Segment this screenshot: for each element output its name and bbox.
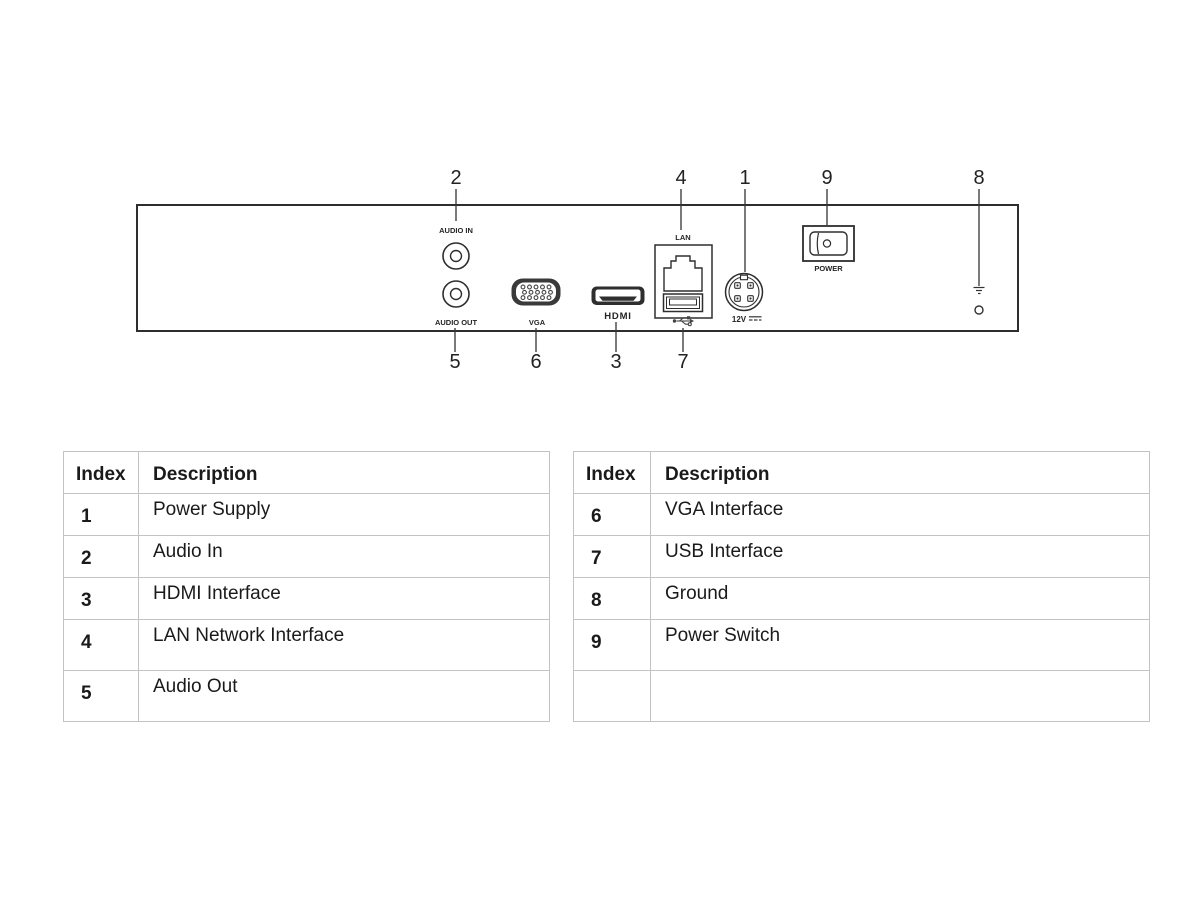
table-row: 6 VGA Interface	[573, 493, 1150, 536]
callout-number: 3	[610, 351, 621, 373]
description-cell: HDMI Interface	[138, 577, 550, 620]
table-header-row: Index Description	[573, 451, 1150, 494]
header-index: Index	[63, 451, 139, 494]
usb-port-icon	[662, 293, 704, 313]
table-row: 1 Power Supply	[63, 493, 550, 536]
usb-icon	[672, 316, 694, 327]
callouts-top: 2 4 1 9 8	[450, 167, 984, 189]
callout-number: 4	[675, 167, 686, 189]
table-row: 4 LAN Network Interface	[63, 619, 550, 671]
callout-leader-lines-bottom	[454, 322, 684, 352]
audio-out-jack-icon	[442, 280, 470, 308]
index-cell: 7	[573, 535, 651, 578]
description-cell: Power Supply	[138, 493, 550, 536]
callout-number: 6	[530, 351, 541, 373]
dc-12v-label: 12V	[732, 315, 747, 324]
callouts-bottom: 5 6 3 7	[449, 351, 688, 373]
table-row: 3 HDMI Interface	[63, 577, 550, 620]
description-cell: Audio Out	[138, 670, 550, 722]
rear-panel-outline	[136, 204, 1019, 332]
vga-label: VGA	[529, 318, 546, 327]
audio-section: AUDIO IN AUDIO OUT	[435, 226, 478, 327]
power-switch-icon	[802, 225, 855, 262]
header-index: Index	[573, 451, 651, 494]
dc-power-connector-icon	[724, 272, 764, 312]
callout-number: 7	[677, 351, 688, 373]
table-row	[573, 670, 1150, 722]
index-cell: 1	[63, 493, 139, 536]
table-row: 9 Power Switch	[573, 619, 1150, 671]
index-cell: 3	[63, 577, 139, 620]
audio-out-label: AUDIO OUT	[435, 318, 478, 327]
description-cell: USB Interface	[650, 535, 1150, 578]
audio-in-label: AUDIO IN	[439, 226, 473, 235]
description-cell: Power Switch	[650, 619, 1150, 671]
header-description: Description	[650, 451, 1150, 494]
header-description: Description	[138, 451, 550, 494]
callout-number: 9	[821, 167, 832, 189]
rear-panel-diagram: 2 4 1 9 8 5 6 3 7 AUDIO IN	[136, 167, 1019, 373]
index-cell: 8	[573, 577, 651, 620]
index-cell: 2	[63, 535, 139, 578]
description-cell: Ground	[650, 577, 1150, 620]
table-header-row: Index Description	[63, 451, 550, 494]
ground-icon	[973, 286, 985, 295]
dc-symbol-icon	[749, 316, 762, 321]
lan-label: LAN	[675, 233, 690, 242]
hdmi-connector-icon	[591, 286, 645, 305]
table-row: 8 Ground	[573, 577, 1150, 620]
callout-number: 1	[739, 167, 750, 189]
description-table-right: Index Description 6 VGA Interface 7 USB …	[573, 451, 1150, 722]
callout-number: 8	[973, 167, 984, 189]
callout-leader-lines-top	[455, 189, 980, 286]
index-cell: 5	[63, 670, 139, 722]
table-row: 7 USB Interface	[573, 535, 1150, 578]
vga-connector-icon	[511, 278, 561, 306]
callout-number: 2	[450, 167, 461, 189]
audio-in-jack-icon	[442, 242, 470, 270]
index-cell: 4	[63, 619, 139, 671]
rj45-port-icon	[663, 255, 703, 292]
index-cell: 9	[573, 619, 651, 671]
hdmi-logo-label: HDMI	[604, 311, 631, 322]
description-cell: Audio In	[138, 535, 550, 578]
table-row: 2 Audio In	[63, 535, 550, 578]
callout-number: 5	[449, 351, 460, 373]
description-cell	[650, 670, 1150, 722]
ground-screw-hole-icon	[974, 305, 984, 315]
description-cell: LAN Network Interface	[138, 619, 550, 671]
index-cell	[573, 670, 651, 722]
table-row: 5 Audio Out	[63, 670, 550, 722]
power-label: POWER	[814, 264, 843, 273]
description-table-left: Index Description 1 Power Supply 2 Audio…	[63, 451, 550, 722]
description-cell: VGA Interface	[650, 493, 1150, 536]
index-cell: 6	[573, 493, 651, 536]
